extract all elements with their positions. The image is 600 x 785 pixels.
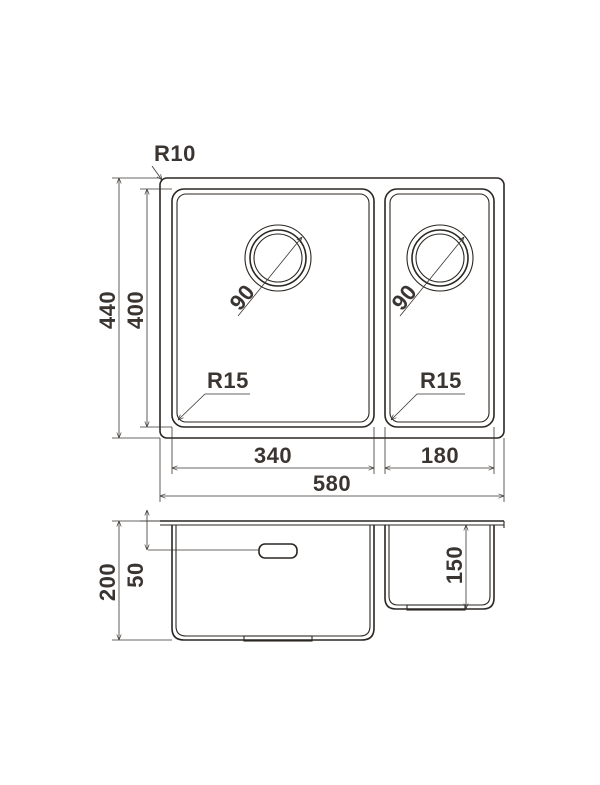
label-340: 340: [254, 443, 292, 468]
sink-outer-outline: [159, 177, 505, 439]
left-bowl-inner-outline: [176, 193, 370, 423]
label-50: 50: [123, 562, 148, 587]
right-drain: [406, 224, 474, 292]
overflow-slot: [258, 543, 298, 559]
right-drain-dim-line: [399, 237, 464, 317]
right-bowl-inner-outline: [389, 193, 490, 423]
left-r15-leader: [178, 393, 250, 420]
left-bowl-outline: [171, 188, 375, 428]
label-right-drain-90: 90: [386, 280, 421, 316]
r10-leader: [151, 165, 162, 180]
label-left-drain-90: 90: [224, 280, 259, 316]
right-bowl-outline: [384, 188, 495, 428]
left-drain: [244, 224, 312, 292]
label-left-r15: R15: [207, 368, 249, 393]
left-bowl-profile: [171, 525, 375, 641]
label-200: 200: [95, 563, 120, 601]
label-180: 180: [421, 443, 459, 468]
left-drain-outlet: [243, 635, 313, 642]
left-drain-dim-line: [237, 237, 302, 317]
label-580: 580: [313, 471, 351, 496]
top-view: [112, 165, 505, 502]
label-440: 440: [95, 291, 120, 329]
label-right-r15: R15: [420, 368, 462, 393]
right-bowl-profile: [384, 525, 495, 610]
label-r10: R10: [154, 141, 196, 166]
label-400: 400: [123, 291, 148, 329]
label-150: 150: [442, 546, 467, 584]
side-view: [112, 510, 505, 642]
right-r15-leader: [391, 393, 465, 420]
